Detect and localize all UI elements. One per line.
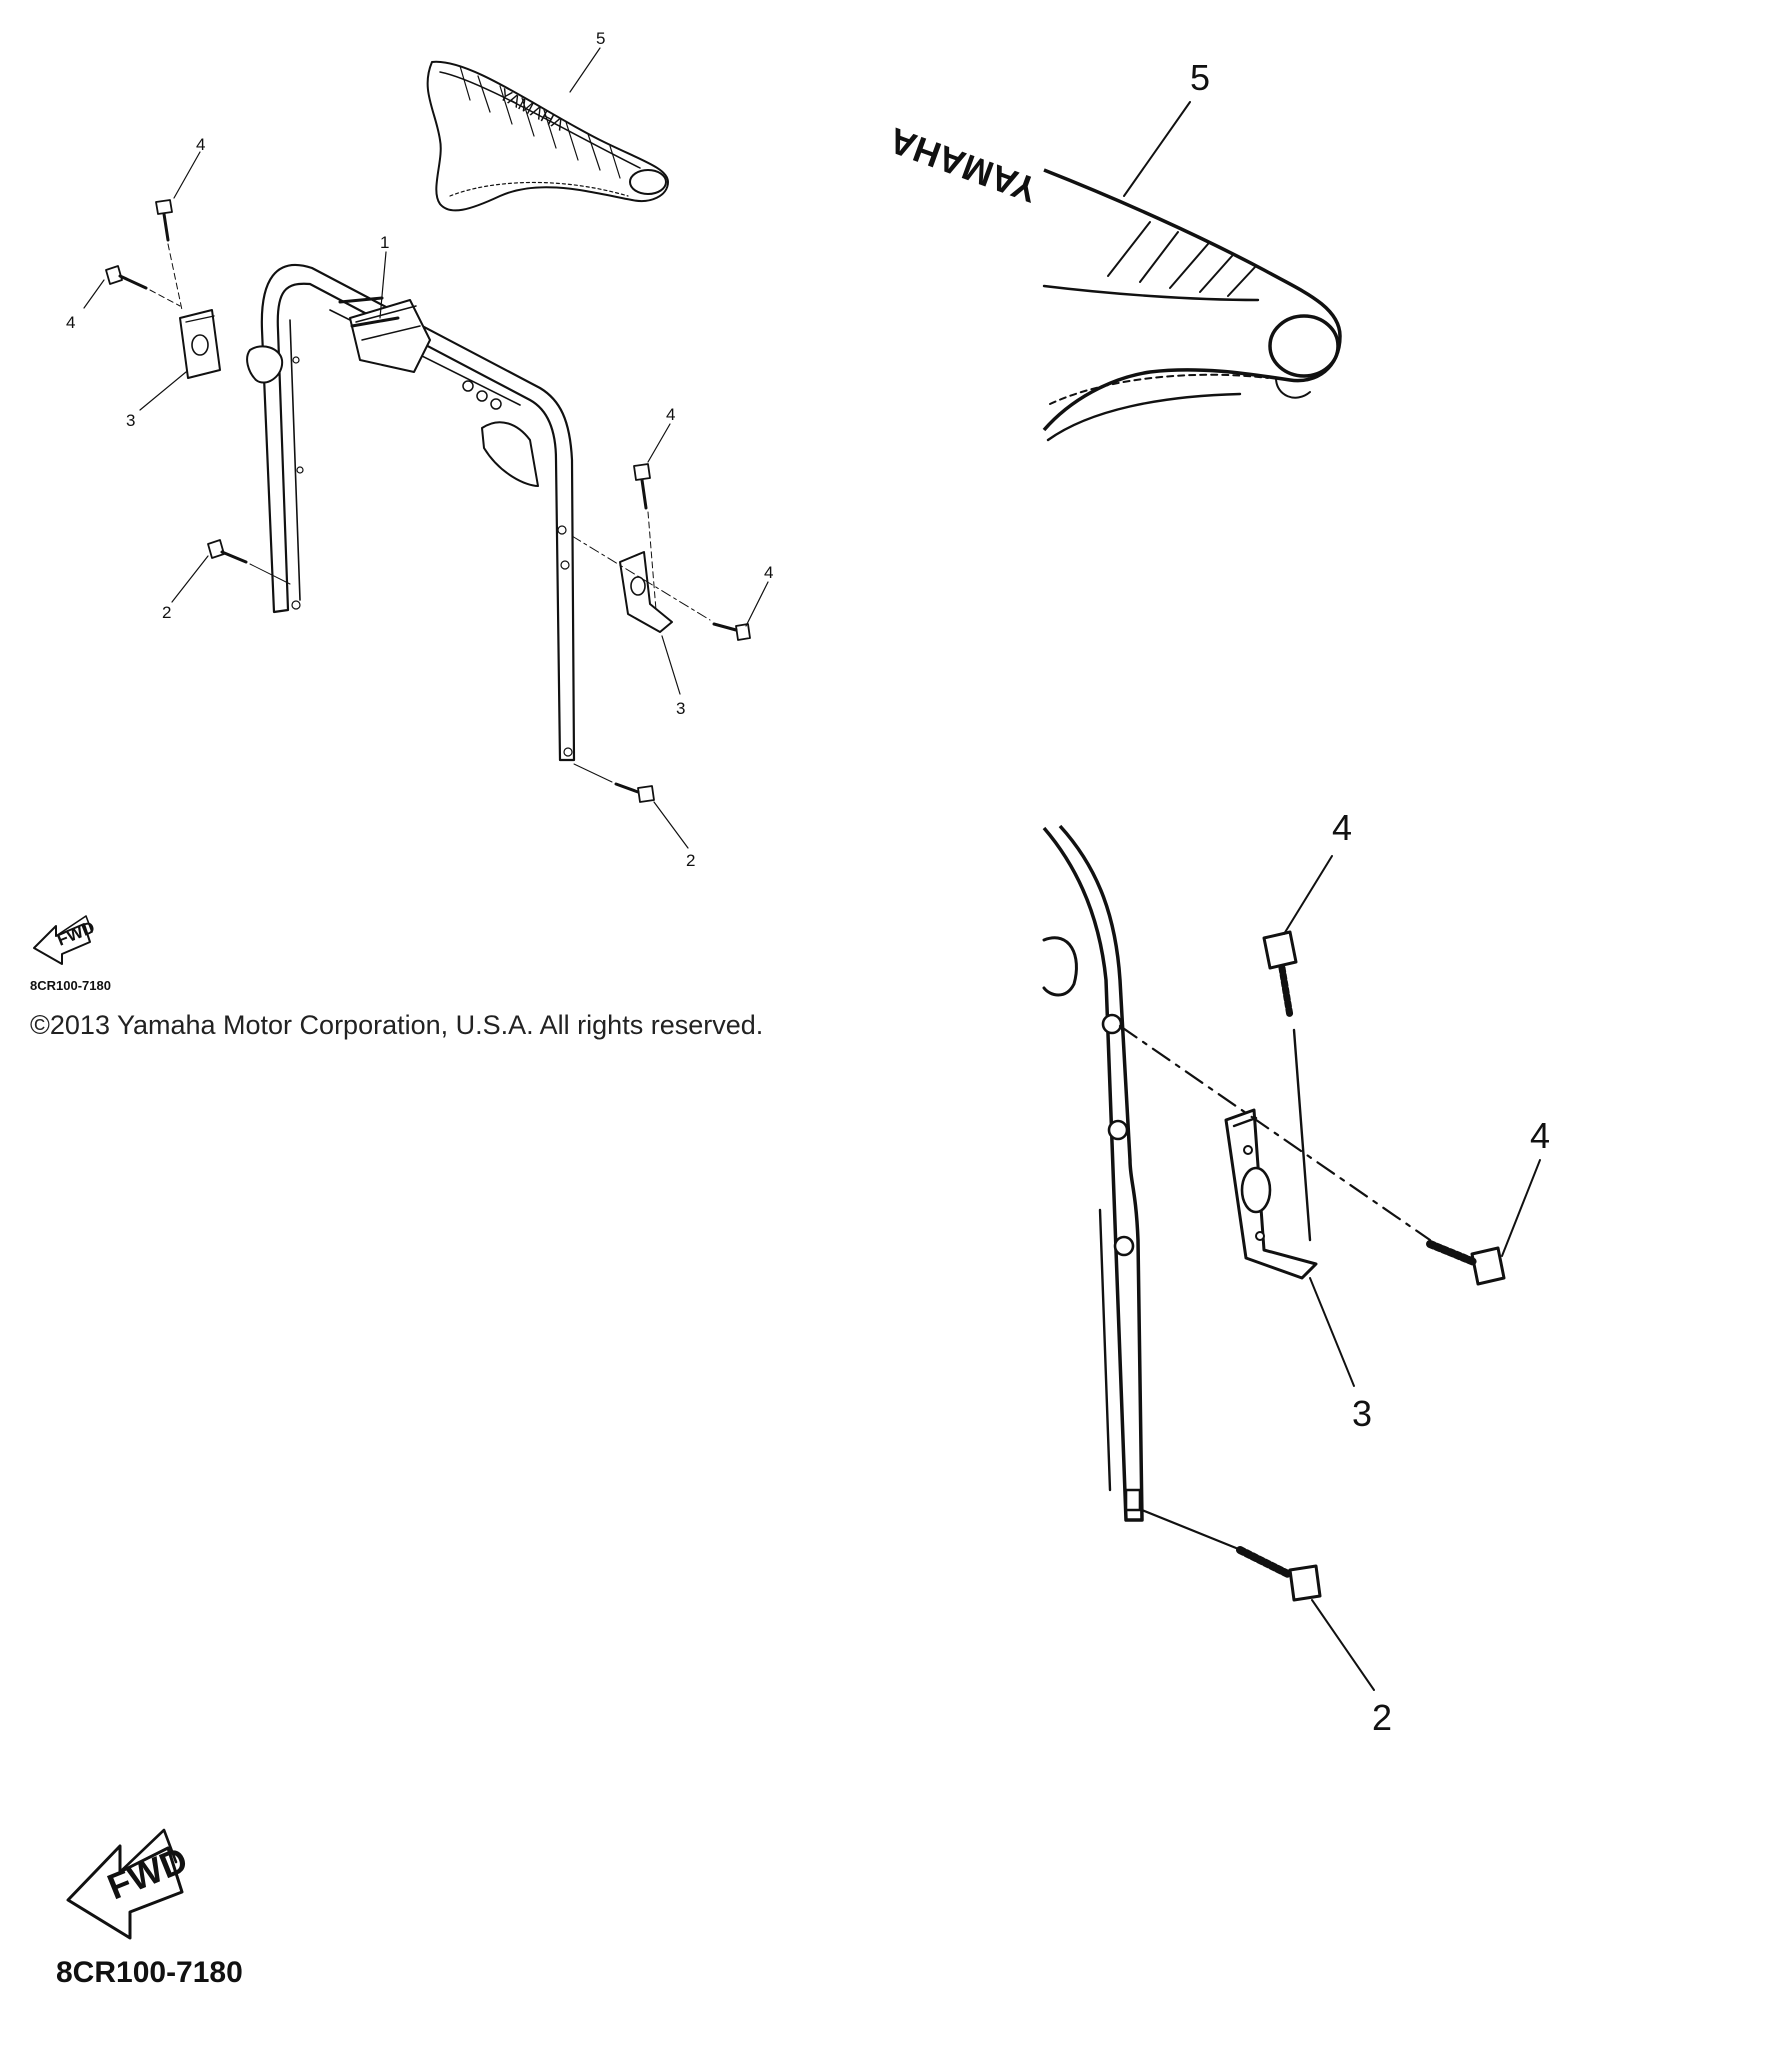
fwd-arrow-small: FWD bbox=[33, 915, 97, 965]
callout-3-small-b: 3 bbox=[676, 699, 685, 718]
seat-pad-part-5: YAMAHA bbox=[426, 60, 669, 212]
figure-code-small: 8CR100-7180 bbox=[30, 978, 111, 993]
frame-part-1 bbox=[246, 263, 576, 762]
seat-zoom-detail: YAMAHA 5 bbox=[883, 57, 1342, 442]
figure-code-large: 8CR100-7180 bbox=[56, 1956, 243, 1989]
callout-5-small: 5 bbox=[596, 29, 605, 48]
callout-4-small-a: 4 bbox=[196, 135, 205, 154]
bracket-zoom-detail: 4 4 3 2 bbox=[1042, 807, 1550, 1738]
callout-1-small: 1 bbox=[380, 233, 389, 252]
callout-5-large: 5 bbox=[1190, 57, 1210, 98]
bolt-part-4-right-top bbox=[633, 463, 657, 611]
callout-4-large-a: 4 bbox=[1332, 807, 1352, 848]
callout-2-small-a: 2 bbox=[162, 603, 171, 622]
bolt-part-4-right-side bbox=[571, 535, 751, 641]
copyright-notice: ©2013 Yamaha Motor Corporation, U.S.A. A… bbox=[30, 1010, 764, 1040]
bracket-part-3-right bbox=[619, 551, 673, 633]
bolt-part-4-mid-left bbox=[105, 265, 181, 307]
callout-4-small-c: 4 bbox=[666, 405, 675, 424]
callout-4-large-b: 4 bbox=[1530, 1115, 1550, 1156]
callout-leaders-small bbox=[83, 47, 769, 849]
callout-4-small-d: 4 bbox=[764, 563, 773, 582]
bolt-part-2-left bbox=[207, 539, 291, 585]
bracket-part-3-left bbox=[179, 309, 221, 379]
callout-2-small-b: 2 bbox=[686, 851, 695, 870]
seat-logo-large: YAMAHA bbox=[883, 120, 1042, 211]
callout-4-small-b: 4 bbox=[66, 313, 75, 332]
callout-3-large: 3 bbox=[1352, 1393, 1372, 1434]
fwd-arrow-large: FWD bbox=[66, 1828, 193, 1940]
bolt-part-2-right bbox=[573, 763, 655, 803]
overview-diagram: YAMAHA bbox=[30, 29, 773, 993]
callout-3-small-a: 3 bbox=[126, 411, 135, 430]
bolt-part-4-top-left bbox=[155, 199, 183, 311]
callout-2-large: 2 bbox=[1372, 1697, 1392, 1738]
